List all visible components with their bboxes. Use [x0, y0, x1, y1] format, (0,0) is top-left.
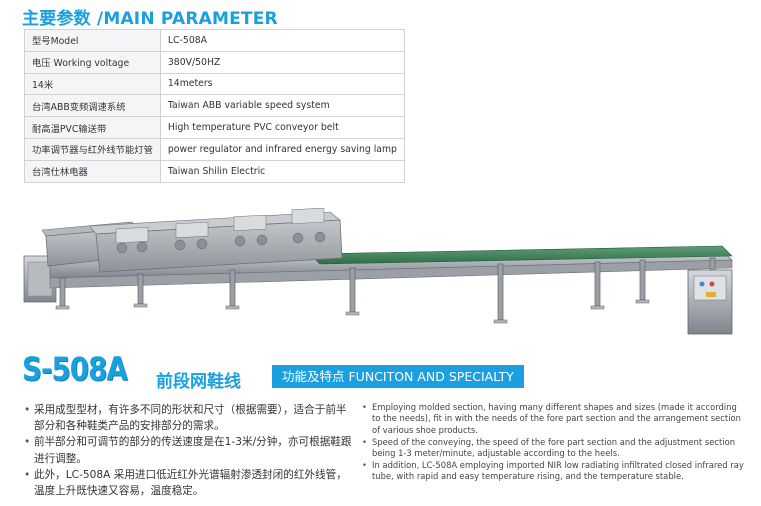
list-item: Employing molded section, having many di… [362, 402, 747, 436]
table-row: 台湾仕林电器 Taiwan Shilin Electric [24, 159, 405, 183]
param-value: 14meters [159, 72, 405, 96]
param-value: Taiwan ABB variable speed system [159, 94, 405, 118]
list-item: 采用成型型材，有许多不同的形状和尺寸（根据需要），适合于前半部分和各种鞋类产品的… [24, 402, 354, 434]
model-name: 前段网鞋线 [156, 372, 241, 392]
model-code: S-508A [22, 350, 128, 388]
table-row: 14米 14meters [24, 72, 405, 96]
param-label: 电压 Working voltage [24, 50, 161, 74]
features-list-chinese: 采用成型型材，有许多不同的形状和尺寸（根据需要），适合于前半部分和各种鞋类产品的… [24, 402, 354, 499]
param-label: 台湾仕林电器 [24, 159, 161, 183]
param-label: 功率调节器与红外线节能灯管 [24, 137, 161, 161]
param-value: High temperature PVC conveyor belt [159, 116, 405, 139]
param-value: power regulator and infrared energy savi… [159, 137, 405, 161]
param-label: 14米 [24, 72, 161, 96]
list-item: In addition, LC-508A employing imported … [362, 460, 747, 483]
param-value: LC-508A [159, 29, 405, 52]
param-label: 耐高温PVC输送带 [24, 116, 161, 139]
list-item: 前半部分和可调节的部分的传送速度是在1-3米/分钟，亦可根据鞋跟进行调整。 [24, 434, 354, 466]
list-item: Speed of the conveying, the speed of the… [362, 437, 747, 460]
param-value: 380V/50HZ [159, 50, 405, 74]
features-list-english: Employing molded section, having many di… [362, 402, 747, 483]
table-row: 功率调节器与红外线节能灯管 power regulator and infrar… [24, 137, 405, 161]
list-item: 此外，LC-508A 采用进口低近红外光谱辐射渗透封闭的红外线管，温度上升既快速… [24, 467, 354, 499]
param-value: Taiwan Shilin Electric [159, 159, 405, 183]
conveyor-line-machine-illustration [23, 208, 734, 335]
table-row: 台湾ABB变频调速系统 Taiwan ABB variable speed sy… [24, 94, 405, 118]
features-title-badge: 功能及特点 FUNCITON AND SPECIALTY [272, 365, 524, 388]
param-label: 型号Model [24, 29, 161, 52]
table-row: 电压 Working voltage 380V/50HZ [24, 50, 405, 74]
table-row: 耐高温PVC输送带 High temperature PVC conveyor … [24, 116, 405, 139]
section-title-main-parameter: 主要参数 /MAIN PARAMETER [22, 9, 278, 29]
parameter-table: 型号Model LC-508A 电压 Working voltage 380V/… [24, 29, 405, 183]
param-label: 台湾ABB变频调速系统 [24, 94, 161, 118]
table-row: 型号Model LC-508A [24, 29, 405, 52]
